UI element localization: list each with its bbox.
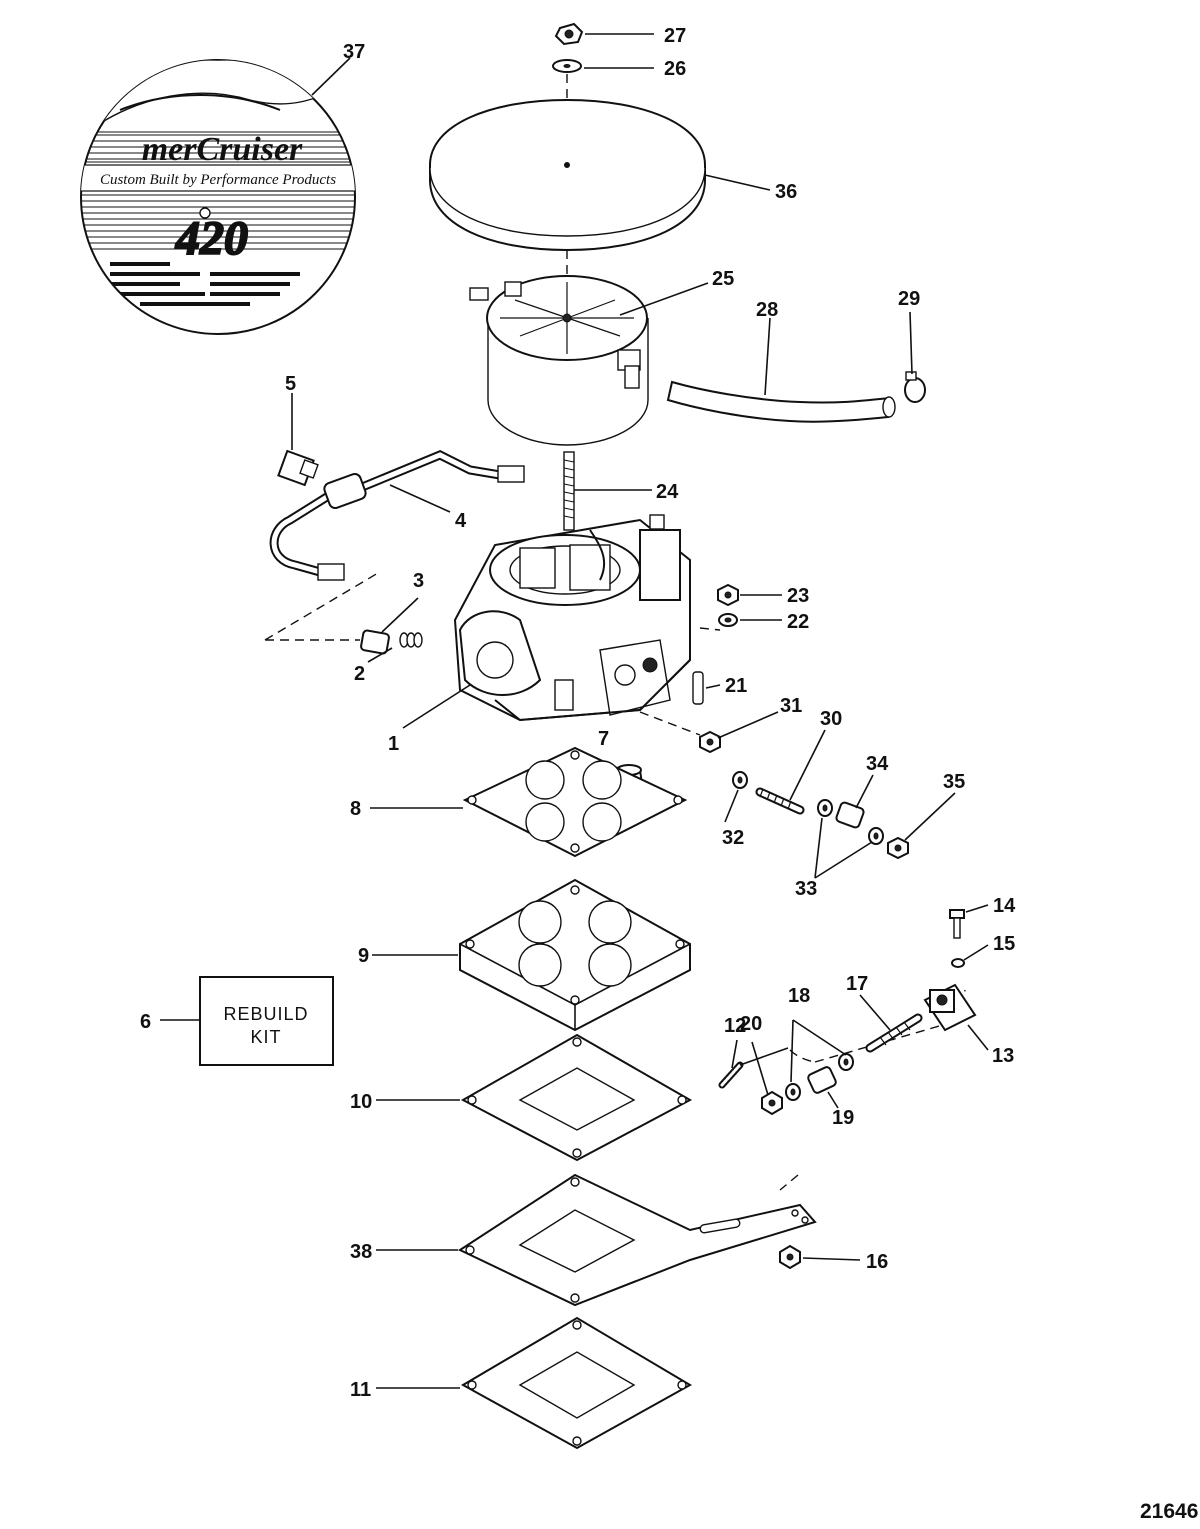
base-gasket-11[interactable] bbox=[460, 1316, 693, 1450]
callout-9: 9 bbox=[358, 945, 369, 967]
carburetor[interactable] bbox=[453, 514, 691, 722]
filter-spring[interactable] bbox=[399, 632, 423, 648]
screw-14[interactable] bbox=[949, 909, 965, 939]
callout-37: 37 bbox=[343, 41, 365, 63]
callout-10: 10 bbox=[350, 1091, 372, 1113]
callout-7: 7 bbox=[598, 728, 609, 750]
callout-16: 16 bbox=[866, 1251, 888, 1273]
callout-2: 2 bbox=[354, 663, 365, 685]
stud-washer-33a[interactable] bbox=[817, 799, 833, 817]
rebuild-kit-line1: REBUILD bbox=[223, 1004, 308, 1024]
air-cleaner-washer[interactable] bbox=[552, 59, 582, 73]
rebuild-kit-box[interactable]: REBUILD KIT bbox=[199, 976, 334, 1066]
lock-washer-15[interactable] bbox=[951, 958, 965, 968]
washer-18a[interactable] bbox=[838, 1053, 854, 1071]
callout-20: 20 bbox=[740, 1013, 762, 1035]
callout-5: 5 bbox=[285, 373, 296, 395]
bracket-gasket-38[interactable] bbox=[457, 1173, 817, 1307]
carburetor-stud[interactable] bbox=[692, 671, 704, 705]
callout-8: 8 bbox=[350, 798, 361, 820]
callout-1: 1 bbox=[388, 733, 399, 755]
badge-brand: merCruiser bbox=[142, 131, 303, 168]
wing-nut[interactable] bbox=[554, 22, 584, 46]
carburetor-spacer-9[interactable] bbox=[459, 878, 691, 1032]
callout-4: 4 bbox=[455, 510, 467, 532]
throttle-spring-12[interactable] bbox=[718, 1047, 789, 1089]
callout-23: 23 bbox=[787, 585, 809, 607]
callout-38: 38 bbox=[350, 1241, 372, 1263]
nut-16[interactable] bbox=[779, 1244, 801, 1270]
badge-tagline: Custom Built by Performance Products bbox=[100, 172, 336, 188]
callout-30: 30 bbox=[820, 708, 842, 730]
washer-18b[interactable] bbox=[785, 1083, 801, 1101]
callout-12: 12 bbox=[724, 1015, 746, 1037]
callout-22: 22 bbox=[787, 611, 809, 633]
callout-11: 11 bbox=[350, 1379, 371, 1401]
callout-29: 29 bbox=[898, 288, 920, 310]
bracket-13[interactable] bbox=[923, 983, 977, 1032]
callout-31: 31 bbox=[780, 695, 802, 717]
fuel-filter[interactable] bbox=[360, 629, 390, 655]
callout-28: 28 bbox=[756, 299, 778, 321]
callout-21: 21 bbox=[725, 675, 747, 697]
callout-18: 18 bbox=[788, 985, 810, 1007]
throttle-stud-30[interactable] bbox=[755, 787, 805, 815]
stud-washer-32[interactable] bbox=[732, 771, 748, 789]
callout-35: 35 bbox=[943, 771, 965, 793]
stud-washer-33b[interactable] bbox=[868, 827, 884, 845]
spacer-gasket-10[interactable] bbox=[460, 1033, 693, 1162]
callout-17: 17 bbox=[846, 973, 868, 995]
fuel-line[interactable] bbox=[269, 450, 525, 581]
callout-3: 3 bbox=[413, 570, 424, 592]
spacer-19[interactable] bbox=[807, 1066, 837, 1094]
decal-badge[interactable]: merCruiser Custom Built by Performance P… bbox=[80, 59, 360, 335]
badge-model: 420 bbox=[175, 212, 248, 265]
callout-19: 19 bbox=[832, 1107, 854, 1129]
callout-numbers: 37 27 26 36 25 28 29 5 24 4 3 23 22 2 21… bbox=[140, 25, 1016, 1401]
callout-6: 6 bbox=[140, 1011, 151, 1033]
linkage-stud-17[interactable] bbox=[865, 1013, 923, 1053]
callout-32: 32 bbox=[722, 827, 744, 849]
callout-27: 27 bbox=[664, 25, 686, 47]
air-cleaner-stud[interactable] bbox=[563, 451, 575, 531]
figure-number: 21646 bbox=[1140, 1500, 1198, 1523]
callout-24: 24 bbox=[656, 481, 679, 503]
air-cleaner-element[interactable] bbox=[469, 275, 649, 446]
callout-15: 15 bbox=[993, 933, 1015, 955]
stud-nut-35[interactable] bbox=[887, 836, 909, 860]
rebuild-kit-line2: KIT bbox=[250, 1027, 281, 1047]
carburetor-nut[interactable] bbox=[717, 583, 739, 607]
callout-25: 25 bbox=[712, 268, 734, 290]
callout-34: 34 bbox=[866, 753, 889, 775]
fuel-inlet-fitting[interactable] bbox=[277, 449, 319, 487]
carburetor-washer[interactable] bbox=[718, 613, 738, 627]
callout-33: 33 bbox=[795, 878, 817, 900]
leader-lines bbox=[160, 33, 989, 1389]
air-cleaner-cover[interactable] bbox=[429, 98, 706, 252]
carburetor-gasket-8[interactable] bbox=[462, 746, 688, 858]
callout-13: 13 bbox=[992, 1045, 1014, 1067]
callout-36: 36 bbox=[775, 181, 797, 203]
vent-hose[interactable] bbox=[666, 380, 896, 423]
callout-26: 26 bbox=[664, 58, 686, 80]
callout-14: 14 bbox=[993, 895, 1016, 917]
stud-spacer-34[interactable] bbox=[835, 801, 865, 829]
nut-20[interactable] bbox=[761, 1090, 783, 1116]
stud-nut-31[interactable] bbox=[699, 730, 721, 754]
hose-clamp[interactable] bbox=[904, 371, 926, 403]
